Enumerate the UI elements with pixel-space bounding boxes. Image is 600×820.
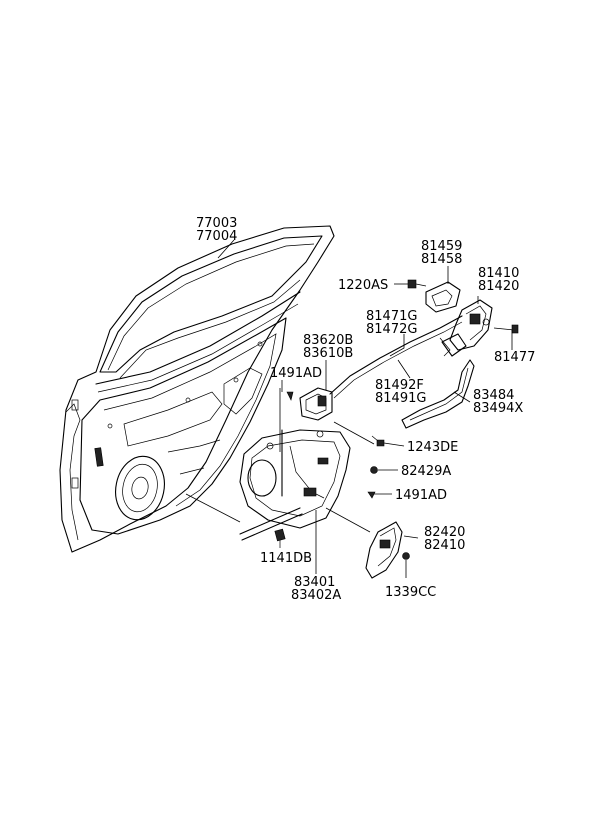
window-regulator-part: [239, 429, 351, 541]
label-regulator-b: 83402A: [291, 588, 341, 603]
door-handle-part: [299, 387, 333, 421]
label-screw-81477: 81477: [494, 350, 535, 365]
bolt-1220as-part: [407, 279, 427, 289]
label-bolt-1141db: 1141DB: [260, 551, 312, 566]
label-cable-b: 81472G: [366, 322, 417, 337]
label-bracket-b: 81458: [421, 252, 462, 267]
label-channel-a: 83484: [473, 388, 514, 403]
clip-1491ad-top-part: [286, 391, 294, 401]
screw-1243de-part: [371, 435, 385, 447]
label-motor-b: 82410: [424, 538, 465, 553]
label-screw-1243de: 1243DE: [407, 440, 458, 455]
label-door-frame-b: 77004: [196, 229, 237, 244]
label-door-frame-a: 77003: [196, 216, 237, 231]
nut-82429a-part: [370, 466, 378, 474]
bracket-part: [425, 281, 461, 313]
label-motor-a: 82420: [424, 525, 465, 540]
label-rod-b: 81491G: [375, 391, 426, 406]
channel-part: [401, 359, 475, 429]
label-cable-a: 81471G: [366, 309, 417, 324]
label-rod-a: 81492F: [375, 378, 424, 393]
label-nut-82429a: 82429A: [401, 464, 451, 479]
label-handle-a: 83620B: [303, 333, 353, 348]
label-bolt-1220as: 1220AS: [338, 278, 388, 293]
label-latch-a: 81410: [478, 266, 519, 281]
label-bracket-a: 81459: [421, 239, 462, 254]
window-motor-part: [365, 521, 403, 579]
screw-81477-part: [493, 324, 519, 334]
label-clip-1491ad-top: 1491AD: [270, 366, 322, 381]
label-regulator-a: 83401: [294, 575, 335, 590]
label-handle-b: 83610B: [303, 346, 353, 361]
cable-part: [329, 315, 463, 399]
leader-lines: [185, 239, 513, 578]
label-bolt-1339cc: 1339CC: [385, 585, 436, 600]
bolt-1141db-part: [274, 528, 286, 548]
label-channel-b: 83494X: [473, 401, 523, 416]
door-frame-part: [59, 225, 335, 553]
bolt-1339cc-part: [402, 552, 410, 560]
door-latch-part: [441, 299, 493, 357]
label-latch-b: 81420: [478, 279, 519, 294]
label-clip-1491ad-mid: 1491AD: [395, 488, 447, 503]
clip-1491ad-mid-part: [367, 491, 376, 499]
